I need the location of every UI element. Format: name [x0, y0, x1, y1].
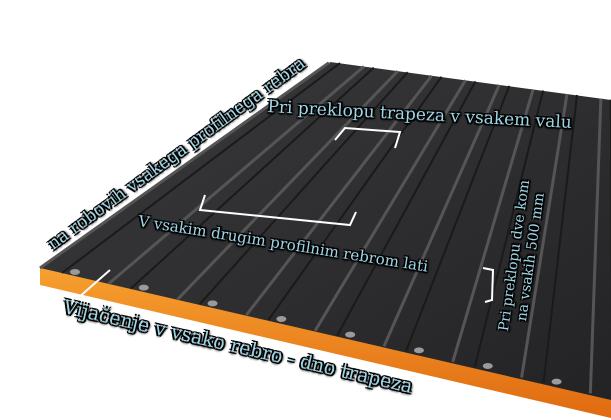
rib: [61, 62, 341, 274]
rib: [336, 80, 477, 337]
screw: [482, 362, 493, 369]
screw: [551, 378, 562, 385]
screw: [345, 331, 356, 338]
rib: [588, 98, 603, 394]
rib: [382, 84, 501, 347]
foam-core: [40, 268, 611, 418]
rib: [176, 70, 399, 301]
rib: [267, 76, 443, 321]
rib: [39, 60, 331, 270]
metal-sheet: [40, 62, 611, 400]
screw: [70, 269, 80, 275]
screw: [138, 284, 149, 291]
rib: [198, 71, 409, 305]
rib: [451, 89, 535, 363]
sheet-ribs: [39, 60, 611, 394]
rib: [245, 74, 433, 316]
screws: [70, 269, 562, 385]
rib: [405, 85, 511, 352]
rib: [542, 94, 578, 383]
rib: [473, 90, 545, 368]
rib: [520, 93, 569, 378]
screw: [413, 347, 424, 354]
screw: [207, 300, 218, 307]
rib: [313, 79, 467, 332]
screw: [276, 315, 287, 322]
rib: [130, 66, 375, 290]
leader-lines: [69, 54, 495, 306]
rib: [107, 65, 365, 285]
